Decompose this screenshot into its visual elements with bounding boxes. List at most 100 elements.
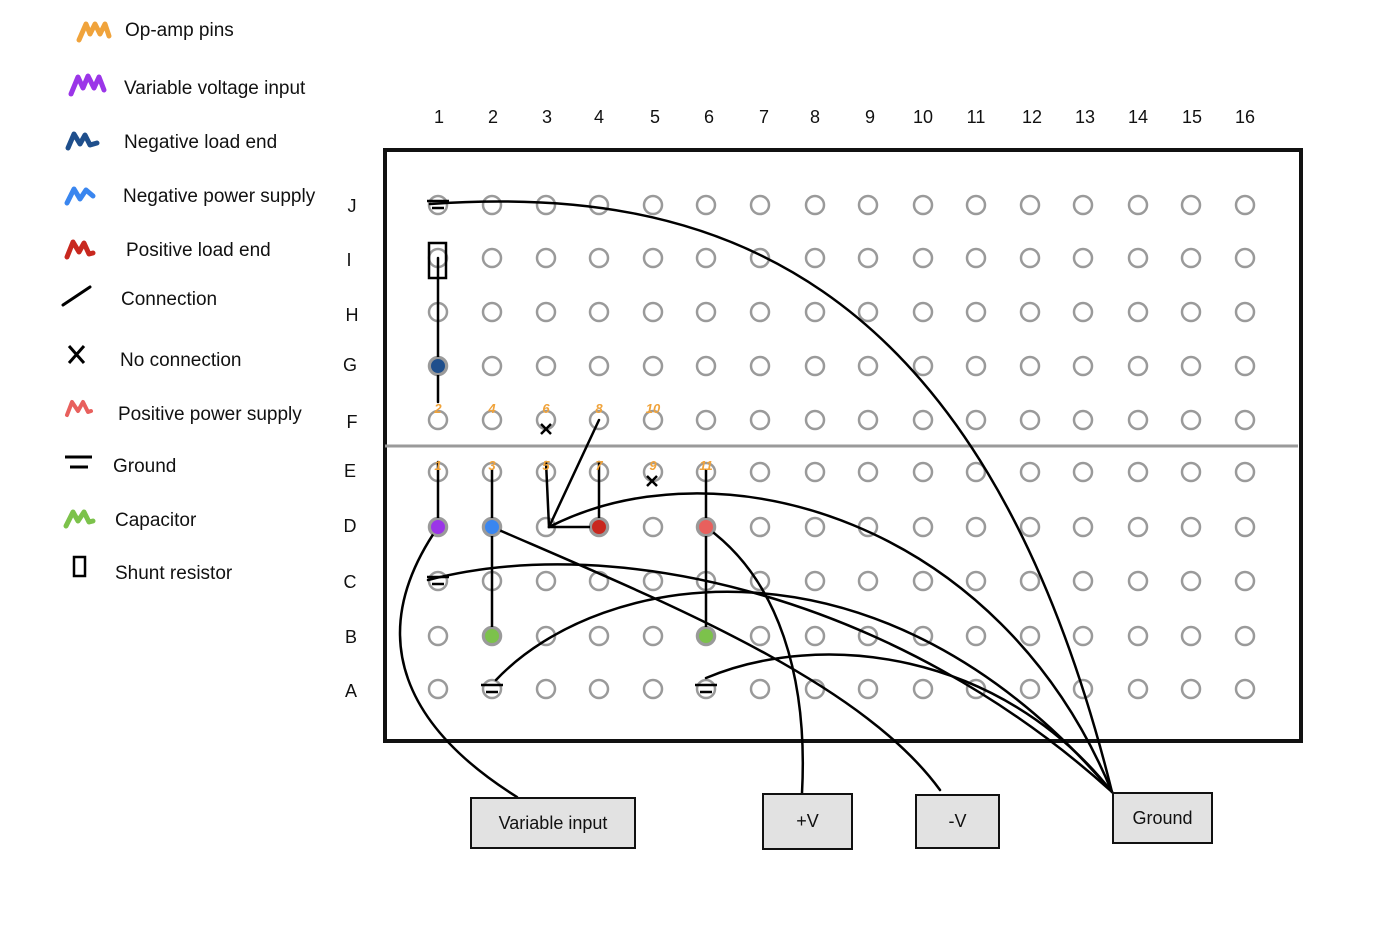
wires [398, 200, 1114, 799]
hole [1019, 409, 1041, 431]
blue-scribble-icon [64, 186, 96, 206]
hole [857, 461, 879, 483]
hole [1127, 570, 1149, 592]
hole [481, 409, 503, 431]
legend-icons [61, 21, 112, 578]
hole [912, 247, 934, 269]
purple-scribble-icon [68, 73, 107, 97]
capacitor-dot [697, 627, 715, 645]
hole [965, 409, 987, 431]
minus-v-terminal: -V [915, 794, 1000, 849]
column-label: 12 [1021, 107, 1043, 127]
hole [965, 247, 987, 269]
hole [912, 678, 934, 700]
hole [427, 409, 449, 431]
hole [804, 194, 826, 216]
hole [912, 194, 934, 216]
hole [1072, 301, 1094, 323]
hole [1234, 570, 1256, 592]
hole [481, 301, 503, 323]
variable-input-dot [429, 518, 447, 536]
hole [1019, 355, 1041, 377]
hole [481, 355, 503, 377]
hole [912, 355, 934, 377]
hole [804, 461, 826, 483]
hole [749, 516, 771, 538]
hole [1234, 247, 1256, 269]
hole [535, 678, 557, 700]
hole [535, 194, 557, 216]
opamp-pin-number: 2 [433, 401, 442, 416]
wire-d3-ground [547, 492, 1114, 794]
column-label: 13 [1074, 107, 1096, 127]
ground-terminal: Ground [1112, 792, 1213, 844]
opamp-pin-number: 5 [542, 458, 550, 473]
opamp-pin-number: 11 [699, 458, 713, 473]
opamp-pin-number: 1 [434, 458, 441, 473]
column-label: 2 [487, 107, 498, 127]
column-label: 4 [593, 107, 604, 127]
hole [749, 678, 771, 700]
hole [912, 301, 934, 323]
hole [1019, 570, 1041, 592]
hole [642, 194, 664, 216]
hole [642, 247, 664, 269]
hole [642, 409, 664, 431]
hole [804, 625, 826, 647]
hole [695, 301, 717, 323]
hole [1127, 355, 1149, 377]
opamp-pin-number: 9 [649, 458, 657, 473]
opamp-pin-number: 10 [646, 401, 661, 416]
shunt-resistor-icon [72, 555, 87, 578]
red-scribble-icon [64, 239, 96, 260]
hole [965, 301, 987, 323]
hole [857, 355, 879, 377]
hole [535, 247, 557, 269]
opamp-pin-number: 4 [487, 401, 496, 416]
hole [427, 570, 449, 592]
navy-scribble-icon [65, 131, 100, 151]
wire-a6-ground [704, 653, 1114, 794]
hole [481, 678, 503, 700]
hole [749, 625, 771, 647]
hole [1019, 194, 1041, 216]
hole [1180, 461, 1202, 483]
hole [1127, 409, 1149, 431]
hole [642, 355, 664, 377]
legend-label-negative-supply: Negative power supply [123, 186, 316, 207]
hole [1072, 570, 1094, 592]
row-label: B [344, 627, 357, 647]
hole [1019, 301, 1041, 323]
hole [749, 409, 771, 431]
hole [1019, 461, 1041, 483]
hole [857, 678, 879, 700]
column-label: 16 [1234, 107, 1256, 127]
hole [1127, 461, 1149, 483]
shunt-resistor [427, 241, 448, 280]
opamp-pin-number: 7 [595, 458, 603, 473]
legend-label-negative-load: Negative load end [124, 132, 278, 153]
hole [804, 247, 826, 269]
hole [857, 409, 879, 431]
opamp-pin-number: 3 [488, 458, 496, 473]
hole [642, 301, 664, 323]
row-label: D [343, 516, 357, 536]
hole [1180, 570, 1202, 592]
negative-load-dot [429, 357, 447, 375]
hole [804, 516, 826, 538]
hole [804, 355, 826, 377]
hole [749, 194, 771, 216]
legend-label-positive-supply: Positive power supply [118, 404, 302, 425]
hole [1072, 247, 1094, 269]
hole [965, 355, 987, 377]
no-connection-x [646, 475, 658, 487]
hole [588, 355, 610, 377]
positive-load-dot [590, 518, 608, 536]
hole [642, 625, 664, 647]
hole [642, 678, 664, 700]
green-scribble-icon [63, 509, 96, 529]
hole [1019, 247, 1041, 269]
wire-d6-plus-v [704, 525, 804, 795]
